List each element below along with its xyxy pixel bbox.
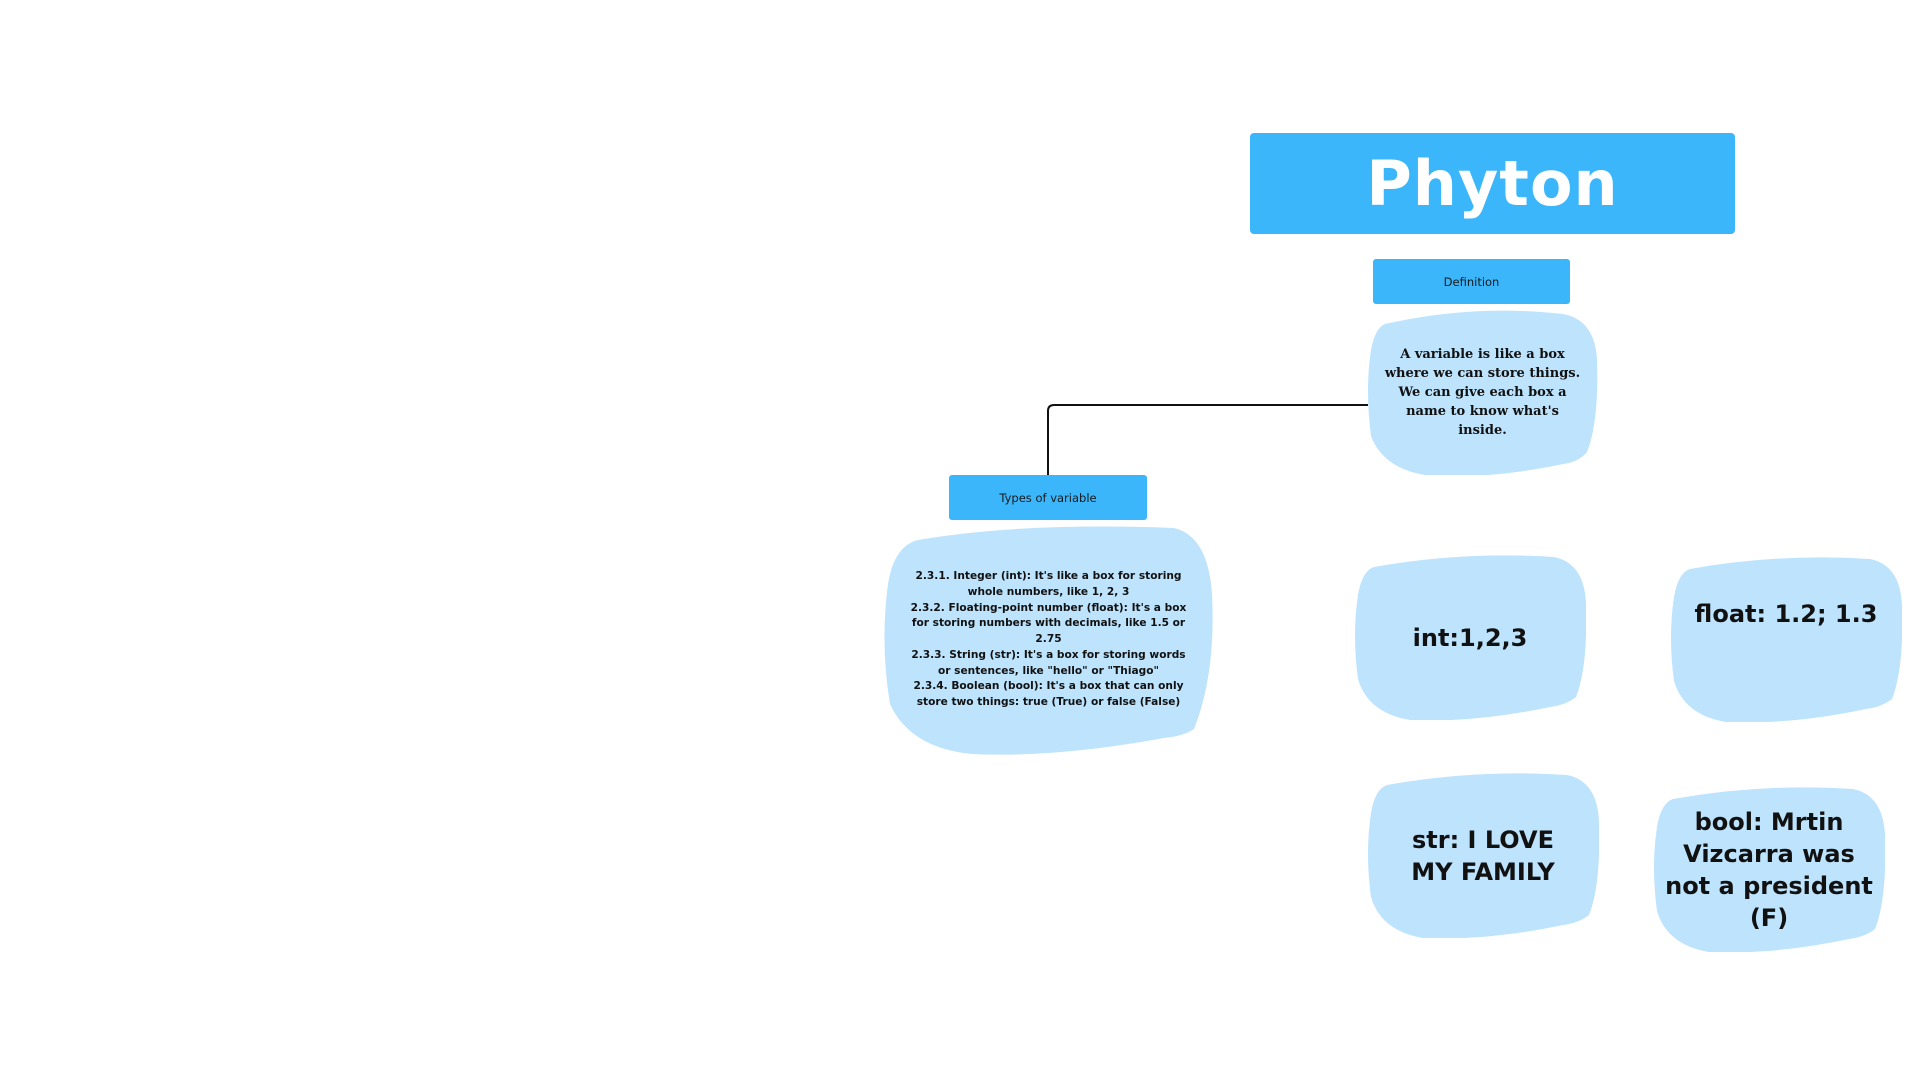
definition-text: A variable is like a box where we can st… (1384, 347, 1581, 438)
int-example-text: int:1,2,3 (1412, 623, 1528, 652)
definition-label: Definition (1443, 274, 1500, 289)
page-title: Phyton (1366, 147, 1619, 220)
bool-example-text: bool: Mrtin Vizcarra was not a president… (1665, 807, 1873, 932)
definition-label-box: Definition (1373, 259, 1570, 304)
types-label-box: Types of variable (949, 475, 1147, 520)
str-example-bubble: str: I LOVE MY FAMILY (1367, 773, 1599, 938)
definition-bubble: A variable is like a box where we can st… (1367, 310, 1598, 475)
str-example-text: str: I LOVE MY FAMILY (1411, 825, 1555, 886)
types-text: 2.3.1. Integer (int): It's like a box fo… (910, 569, 1187, 709)
title-banner: Phyton (1250, 133, 1735, 234)
float-example-text: float: 1.2; 1.3 (1694, 599, 1878, 628)
bool-example-bubble: bool: Mrtin Vizcarra was not a president… (1653, 787, 1885, 952)
types-bubble: 2.3.1. Integer (int): It's like a box fo… (884, 524, 1213, 756)
int-example-bubble: int:1,2,3 (1354, 555, 1586, 720)
types-label: Types of variable (999, 490, 1097, 505)
float-example-bubble: float: 1.2; 1.3 (1670, 557, 1902, 722)
